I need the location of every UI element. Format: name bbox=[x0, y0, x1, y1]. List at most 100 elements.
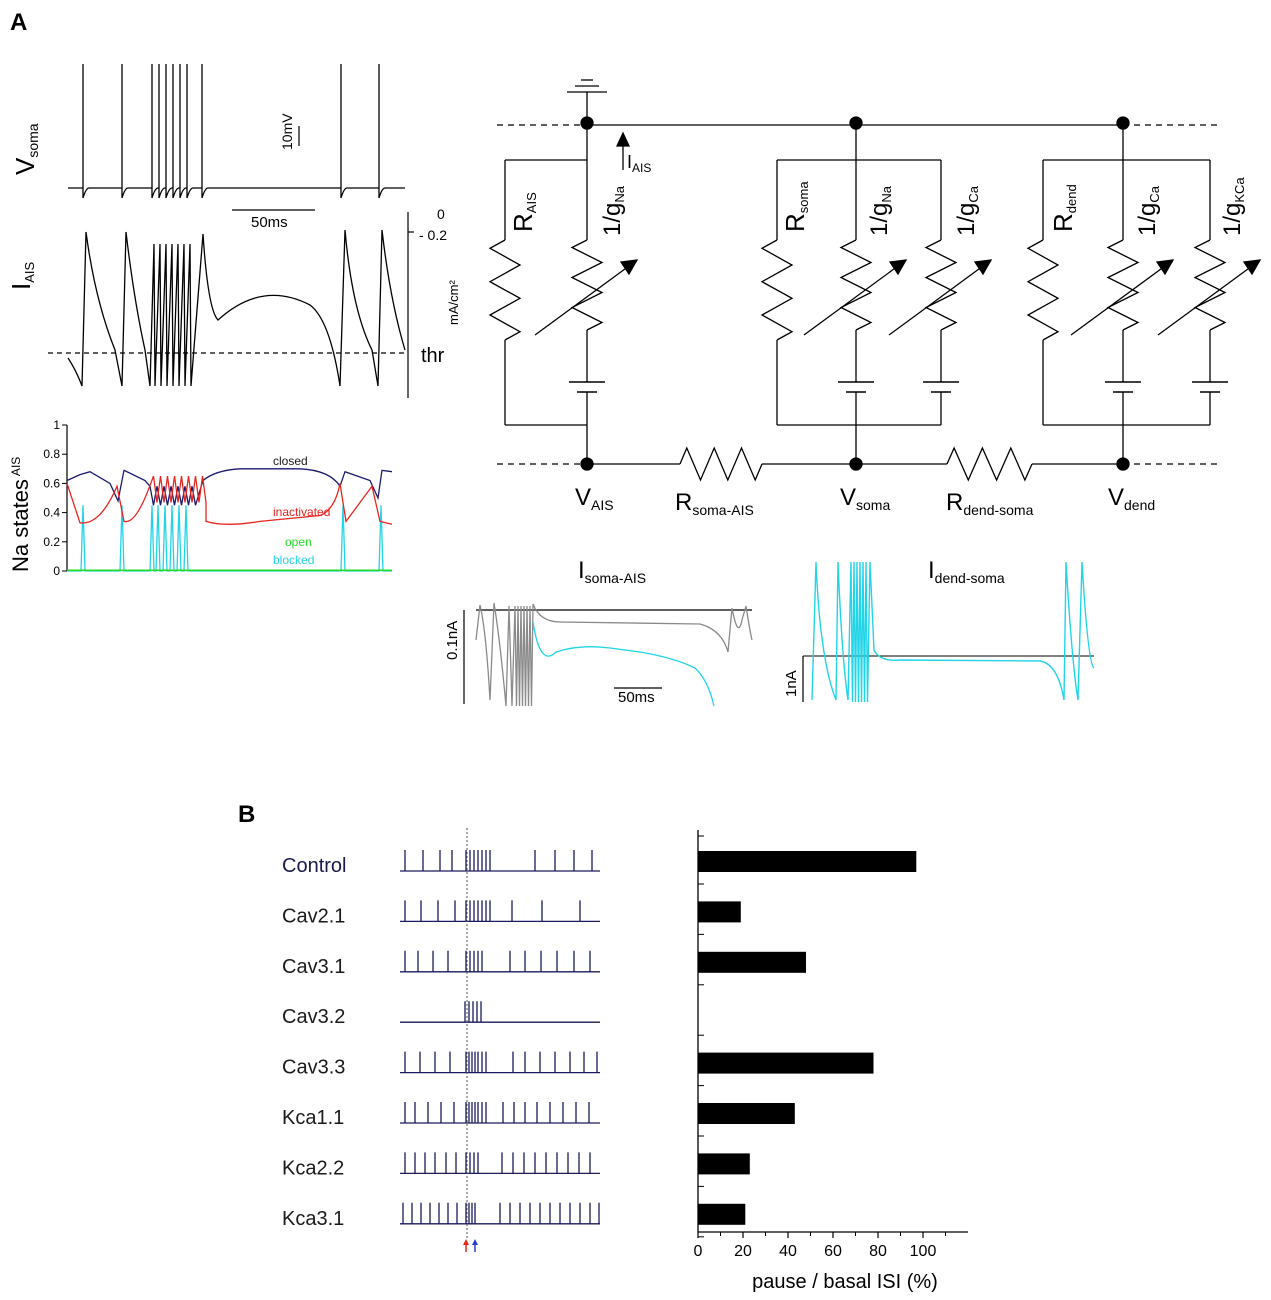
na-closed-trace bbox=[66, 468, 393, 506]
b-row-label: Control bbox=[282, 855, 346, 877]
variable-resistor bbox=[924, 239, 958, 331]
i-dend-soma-trace bbox=[811, 561, 1095, 703]
na-ytick-label: 0 bbox=[53, 564, 60, 578]
na-legend-open: open bbox=[285, 535, 312, 549]
node bbox=[580, 457, 594, 471]
vsoma-label: Vsoma bbox=[10, 123, 41, 175]
variable-arrow bbox=[534, 265, 630, 336]
i-dend-soma-panel: Idend-soma 1nA bbox=[783, 557, 1095, 703]
variable-arrow bbox=[1157, 265, 1253, 336]
b-row-trace bbox=[400, 1001, 600, 1023]
iais-tick-0: 0 bbox=[437, 206, 445, 222]
circuit-labels: IAIS RAIS 1/gNa Rsoma 1/gNa 1/gCa Rdend … bbox=[508, 152, 1247, 518]
b-row-label: Kca3.1 bbox=[282, 1208, 344, 1230]
gca-soma-branch bbox=[888, 160, 993, 425]
b-row-trace bbox=[400, 950, 600, 973]
r-soma-ais-resistor bbox=[679, 446, 763, 482]
b-row-trace bbox=[400, 900, 600, 923]
variable-resistor bbox=[570, 239, 604, 331]
b-row-label: Kca1.1 bbox=[282, 1107, 344, 1129]
circuit-v-soma-label: Vsoma bbox=[840, 484, 890, 513]
node bbox=[849, 457, 863, 471]
variable-arrow bbox=[1070, 265, 1166, 336]
variable-arrow bbox=[888, 265, 984, 336]
i-soma-ais-panel: Isoma-AIS 0.1nA 50ms bbox=[444, 557, 753, 707]
circuit-gkca-label: 1/gKCa bbox=[1219, 177, 1247, 236]
na-states-ylabel: Na statesAIS bbox=[8, 457, 33, 572]
na-legend-inactivated: inactivated bbox=[273, 505, 330, 519]
r-dend-soma-resistor bbox=[946, 446, 1033, 482]
b-chart-bar bbox=[698, 951, 806, 973]
iais-tick-1: - 0.2 bbox=[419, 227, 447, 243]
red-arrow-head-icon bbox=[463, 1239, 469, 1245]
r-ais-branch bbox=[488, 160, 522, 425]
variable-arrowhead bbox=[888, 259, 908, 276]
variable-arrowhead bbox=[1242, 259, 1262, 276]
b-chart-xtick-label: 60 bbox=[824, 1243, 842, 1260]
i-soma-ais-scale-t: 50ms bbox=[618, 689, 655, 706]
iais-thr-label: thr bbox=[421, 345, 445, 367]
r-soma-branch bbox=[760, 160, 794, 425]
na-legend-blocked: blocked bbox=[273, 553, 314, 567]
iais-trace bbox=[67, 229, 406, 387]
na-yticks: 00.20.40.60.81 bbox=[43, 418, 67, 578]
b-row-trace bbox=[400, 1202, 600, 1225]
circuit-gca2-label: 1/gCa bbox=[1134, 185, 1162, 236]
variable-arrowhead bbox=[619, 259, 639, 276]
na-ytick-label: 0.8 bbox=[43, 447, 60, 461]
variable-resistor bbox=[839, 239, 873, 331]
gna-ais-branch bbox=[534, 160, 639, 425]
node bbox=[849, 116, 863, 130]
b-chart-bar bbox=[698, 851, 917, 872]
variable-arrow bbox=[803, 265, 899, 336]
b-row-trace bbox=[400, 1152, 600, 1175]
b-chart-bar bbox=[698, 901, 741, 923]
na-states-panel: Na statesAIS 00.20.40.60.81 closed inact… bbox=[8, 418, 393, 578]
panel-b-letter: B bbox=[238, 801, 255, 828]
i-soma-ais-scale-i: 0.1nA bbox=[444, 621, 461, 660]
circuit-r-soma-ais-label: Rsoma-AIS bbox=[675, 489, 754, 518]
na-legend-closed: closed bbox=[273, 454, 308, 468]
circuit-v-dend-label: Vdend bbox=[1108, 484, 1155, 513]
blue-arrow-head-icon bbox=[472, 1239, 478, 1245]
i-dend-soma-scale-i: 1nA bbox=[783, 670, 800, 697]
gca-dend-branch bbox=[1070, 160, 1175, 425]
b-row-trace bbox=[400, 1102, 600, 1124]
i-dend-soma-title: Idend-soma bbox=[928, 557, 1005, 586]
gna-soma-branch bbox=[803, 160, 908, 425]
node bbox=[580, 116, 594, 130]
circuit-i-ais-label: IAIS bbox=[627, 152, 651, 175]
b-row-trace bbox=[400, 1051, 600, 1074]
circuit-v-ais-label: VAIS bbox=[575, 484, 614, 513]
stimulus-arrows bbox=[463, 1239, 478, 1252]
b-chart-xtick-label: 0 bbox=[694, 1243, 703, 1260]
na-ytick-label: 1 bbox=[53, 418, 60, 432]
b-chart-bar bbox=[698, 1103, 795, 1124]
gkca-dend-branch bbox=[1157, 160, 1262, 425]
circuit-r-dend-soma-label: Rdend-soma bbox=[946, 489, 1034, 518]
iais-label: IAIS bbox=[6, 261, 37, 290]
circuit-gna2-label: 1/gNa bbox=[866, 185, 894, 236]
node bbox=[1116, 457, 1130, 471]
circuit-r-soma-label: Rsoma bbox=[780, 181, 811, 232]
vsoma-scale-t-label: 50ms bbox=[251, 214, 288, 231]
b-row-label: Cav2.1 bbox=[282, 905, 345, 927]
b-chart-xtick-label: 20 bbox=[734, 1243, 752, 1260]
b-row-label: Cav3.3 bbox=[282, 1057, 345, 1079]
panel-a-letter: A bbox=[10, 9, 27, 36]
fixed-resistor bbox=[760, 239, 794, 341]
b-row-trace bbox=[400, 850, 600, 872]
fixed-resistor bbox=[1026, 239, 1060, 341]
i-soma-ais-gray-trace bbox=[475, 602, 753, 707]
iais-unit: mA/cm² bbox=[446, 280, 461, 325]
node bbox=[1116, 116, 1130, 130]
variable-resistor bbox=[1193, 239, 1227, 331]
variable-arrowhead bbox=[973, 259, 993, 276]
na-ytick-label: 0.2 bbox=[43, 535, 60, 549]
fixed-resistor bbox=[488, 239, 522, 341]
b-chart-xtick-label: 40 bbox=[779, 1243, 797, 1260]
panel-b-rows: ControlCav2.1Cav3.1Cav3.2Cav3.3Kca1.1Kca… bbox=[282, 850, 600, 1230]
vsoma-trace bbox=[68, 64, 405, 199]
